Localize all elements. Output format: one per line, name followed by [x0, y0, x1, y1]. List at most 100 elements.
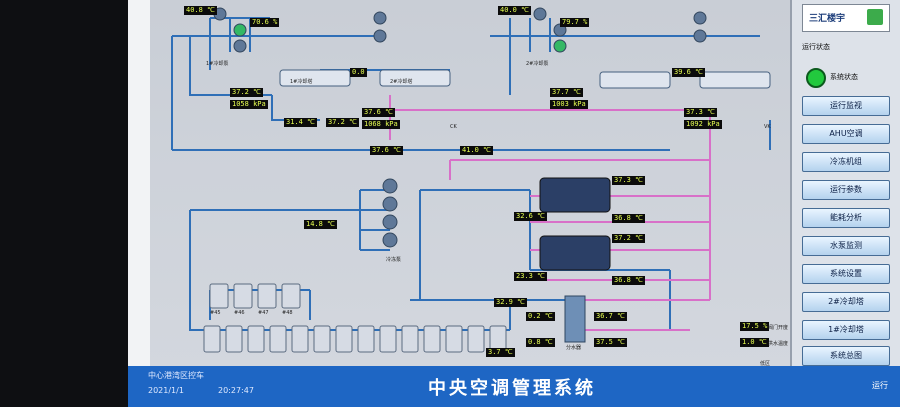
readout-temp: 37.7 ℃ — [550, 88, 583, 97]
cooling-tower-1 — [279, 69, 351, 87]
pump-icon — [382, 232, 398, 248]
date-label: 2021/1/1 — [148, 386, 184, 395]
status-title: 运行状态 — [802, 43, 830, 51]
readout-pressure: 1092 kPa — [684, 120, 722, 129]
readout-temp: 37.2 ℃ — [230, 88, 263, 97]
label-pump: 冷冻泵 — [386, 257, 402, 263]
ahu-label: #46 — [234, 310, 245, 316]
label-percent: 阀门开度 — [768, 325, 789, 331]
right-nav-panel: 三汇楼宇 运行状态 系统状态 运行监视 AHU空调 冷冻机组 运行参数 能耗分析… — [790, 0, 900, 368]
pump-icon — [382, 178, 398, 194]
nav-button[interactable]: 能耗分析 — [802, 208, 890, 228]
pipe-pink — [380, 95, 711, 140]
cooling-tower-4 — [699, 71, 771, 89]
status-label: 运行 — [872, 381, 888, 390]
hmi-screen: 40.8 ℃ 70.6 % 0.0 37.2 ℃ 1058 kPa 31.4 ℃… — [128, 0, 900, 407]
time-label: 20:27:47 — [218, 386, 254, 395]
pump-icon — [233, 39, 247, 53]
pump-icon — [233, 23, 247, 37]
logo: 三汇楼宇 — [802, 4, 890, 32]
title-bar: 中心港湾区控车 2021/1/1 20:27:47 中央空调管理系统 运行 — [128, 366, 900, 407]
readout-temp: 37.3 ℃ — [684, 108, 717, 117]
readout-temp: 36.8 ℃ — [612, 276, 645, 285]
readout-pressure: 1003 kPa — [550, 100, 588, 109]
readout-temp: 14.8 ℃ — [304, 220, 337, 229]
readout-temp: 0.8 ℃ — [526, 338, 555, 347]
pipe-blue — [209, 17, 270, 70]
readout-temp: 31.4 ℃ — [284, 118, 317, 127]
pump-icon — [693, 29, 707, 43]
chiller-1 — [539, 177, 611, 213]
pump-icon — [533, 7, 547, 21]
plant-diagram: 40.8 ℃ 70.6 % 0.0 37.2 ℃ 1058 kPa 31.4 ℃… — [150, 0, 790, 368]
nav-button[interactable]: 2#冷却塔 — [802, 292, 890, 312]
cooling-tower-3 — [599, 71, 671, 89]
ahu-label: #45 — [210, 310, 221, 316]
ahu-row-top — [209, 283, 301, 309]
readout-temp: 0.2 ℃ — [526, 312, 555, 321]
readout-temp: 32.6 ℃ — [514, 212, 547, 221]
readout-temp: 41.0 ℃ — [460, 146, 493, 155]
label-pump: 2#冷却泵 — [526, 61, 549, 67]
readout-temp: 36.8 ℃ — [612, 214, 645, 223]
pipe-network — [171, 7, 771, 353]
readout-temp: 23.3 ℃ — [514, 272, 547, 281]
distributor — [564, 295, 586, 343]
nav-button[interactable]: 运行参数 — [802, 180, 890, 200]
pipe-blue — [171, 36, 771, 151]
label-zone: 低区 — [760, 361, 771, 367]
pipe-blue — [190, 189, 390, 251]
readout-temp: 40.0 ℃ — [498, 6, 531, 15]
readout-temp: 37.2 ℃ — [326, 118, 359, 127]
pump-icon — [382, 196, 398, 212]
nav-button[interactable]: 运行监视 — [802, 96, 890, 116]
status-indicator — [806, 68, 826, 88]
readout-percent: 79.7 % — [560, 18, 590, 27]
readout-temp: 37.6 ℃ — [362, 108, 395, 117]
readout: 0.0 — [350, 68, 367, 77]
nav-button[interactable]: AHU空调 — [802, 124, 890, 144]
label-ck: CK — [450, 124, 457, 130]
nav-button[interactable]: 1#冷却塔 — [802, 320, 890, 340]
readout-temp: 37.2 ℃ — [612, 234, 645, 243]
readout-temp: 1.0 ℃ — [740, 338, 769, 347]
nav-button[interactable]: 系统总图 — [802, 346, 890, 366]
readout-temp: 37.5 ℃ — [594, 338, 627, 347]
readout-temp: 39.6 ℃ — [672, 68, 705, 77]
readout-temp: 3.7 ℃ — [486, 348, 515, 357]
pump-icon — [373, 11, 387, 25]
readout-temp: 36.7 ℃ — [594, 312, 627, 321]
nav-button[interactable]: 水泵监测 — [802, 236, 890, 256]
label-temp: 供水温度 — [768, 341, 789, 347]
ahu-label: #47 — [258, 310, 269, 316]
readout-percent: 70.6 % — [250, 18, 280, 27]
readout-temp: 32.9 ℃ — [494, 298, 527, 307]
label-tower: 1#冷却塔 — [290, 79, 313, 85]
readout-temp: 40.8 ℃ — [184, 6, 217, 15]
label-distributor: 分水器 — [566, 345, 582, 351]
pump-icon — [693, 11, 707, 25]
ahu-row-bottom — [203, 325, 507, 353]
pump-icon — [373, 29, 387, 43]
readout-temp: 37.3 ℃ — [612, 176, 645, 185]
pipe-blue — [172, 35, 385, 121]
readout-pressure: 1068 kPa — [362, 120, 400, 129]
cooling-tower-2 — [379, 69, 451, 87]
nav-button[interactable]: 系统设置 — [802, 264, 890, 284]
system-title: 中央空调管理系统 — [428, 378, 596, 399]
location-label: 中心港湾区控车 — [148, 371, 204, 380]
chiller-2 — [539, 235, 611, 271]
status-label: 系统状态 — [830, 73, 858, 81]
nav-button[interactable]: 冷冻机组 — [802, 152, 890, 172]
label-vk: VK — [764, 124, 771, 130]
readout-temp: 37.6 ℃ — [370, 146, 403, 155]
readout-percent: 17.5 % — [740, 322, 770, 331]
pump-icon — [382, 214, 398, 230]
ahu-label: #48 — [282, 310, 293, 316]
pump-icon — [553, 39, 567, 53]
pipe-pink — [449, 140, 711, 300]
pipe-pink — [580, 299, 710, 331]
label-pump: 1#冷却泵 — [206, 61, 229, 67]
label-tower: 2#冷却塔 — [390, 79, 413, 85]
readout-pressure: 1058 kPa — [230, 100, 268, 109]
